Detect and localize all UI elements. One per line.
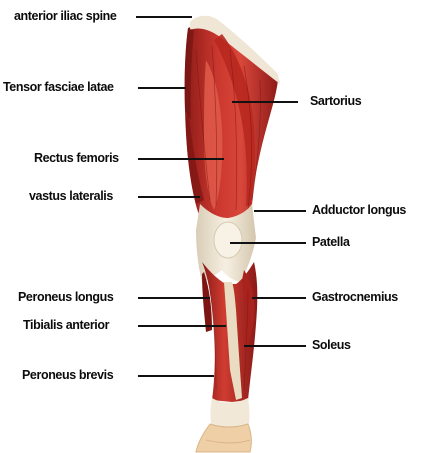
- label-tensor-fasciae-latae: Tensor fasciae latae: [3, 80, 114, 94]
- leader-line-tibialis-anterior: [138, 325, 226, 327]
- label-peroneus-longus: Peroneus longus: [18, 290, 113, 304]
- patella-bone: [214, 222, 242, 258]
- label-gastrocnemius: Gastrocnemius: [312, 290, 398, 304]
- leader-line-sartorius: [232, 101, 298, 103]
- leader-line-anterior-iliac-spine: [136, 16, 192, 18]
- label-soleus: Soleus: [312, 338, 351, 352]
- leader-line-vastus-lateralis: [138, 196, 200, 198]
- leader-line-tensor-fasciae-latae: [138, 87, 186, 89]
- label-adductor-longus: Adductor longus: [312, 203, 406, 217]
- leader-line-peroneus-brevis: [138, 375, 214, 377]
- leader-line-peroneus-longus: [138, 297, 210, 299]
- label-rectus-femoris: Rectus femoris: [34, 151, 119, 165]
- label-anterior-iliac-spine: anterior iliac spine: [14, 9, 116, 23]
- leader-line-gastrocnemius: [252, 297, 306, 299]
- label-sartorius: Sartorius: [310, 94, 361, 108]
- label-vastus-lateralis: vastus lateralis: [29, 189, 113, 203]
- foot: [196, 424, 251, 452]
- leader-line-patella: [230, 242, 306, 244]
- leader-line-soleus: [244, 345, 306, 347]
- label-peroneus-brevis: Peroneus brevis: [22, 368, 113, 382]
- label-tibialis-anterior: Tibialis anterior: [23, 318, 109, 332]
- leader-line-rectus-femoris: [138, 158, 224, 160]
- leader-line-adductor-longus: [254, 210, 306, 212]
- label-patella: Patella: [312, 235, 350, 249]
